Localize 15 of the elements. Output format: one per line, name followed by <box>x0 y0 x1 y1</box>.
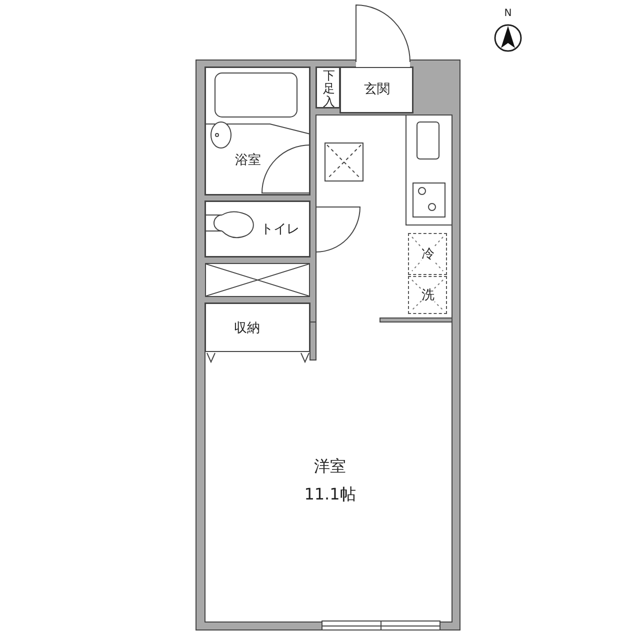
room-label: 浴室 <box>235 153 261 169</box>
room <box>340 67 413 113</box>
room-label: トイレ <box>260 222 300 238</box>
north-label: N <box>504 8 512 20</box>
room-label: 洋室 <box>314 456 346 476</box>
room-label: 玄関 <box>364 82 390 98</box>
room-label: 洗 <box>422 288 434 304</box>
room <box>205 67 310 195</box>
room-label: 冷 <box>422 247 434 263</box>
shoe-cabinet <box>316 67 340 108</box>
area-label: 11.1帖 <box>304 484 356 504</box>
room <box>205 303 310 352</box>
room <box>205 201 310 257</box>
room-label: 下足入 <box>323 70 335 108</box>
room-label: 収納 <box>234 321 260 337</box>
